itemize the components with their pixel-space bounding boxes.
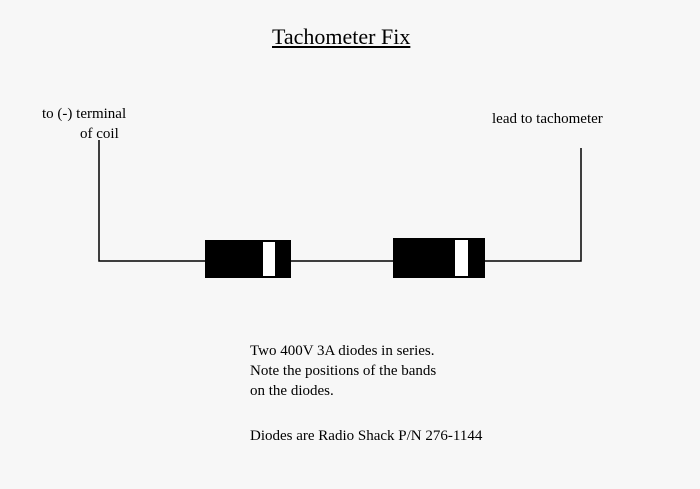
- diode-2: [393, 238, 485, 278]
- diode-1: [205, 240, 291, 278]
- diode-band: [263, 242, 275, 276]
- wire: [98, 140, 582, 262]
- note-line: on the diodes.: [250, 383, 334, 399]
- note-line: Note the positions of the bands: [250, 363, 437, 379]
- right-label: lead to tachometer: [492, 111, 603, 127]
- left-label-line1: to (-) terminal: [42, 106, 127, 122]
- left-label-line2: of coil: [80, 126, 119, 142]
- diode-band: [455, 240, 468, 276]
- page-title: Tachometer Fix: [272, 24, 411, 49]
- note-line: Two 400V 3A diodes in series.: [250, 343, 435, 359]
- note-line: Diodes are Radio Shack P/N 276-1144: [250, 428, 483, 444]
